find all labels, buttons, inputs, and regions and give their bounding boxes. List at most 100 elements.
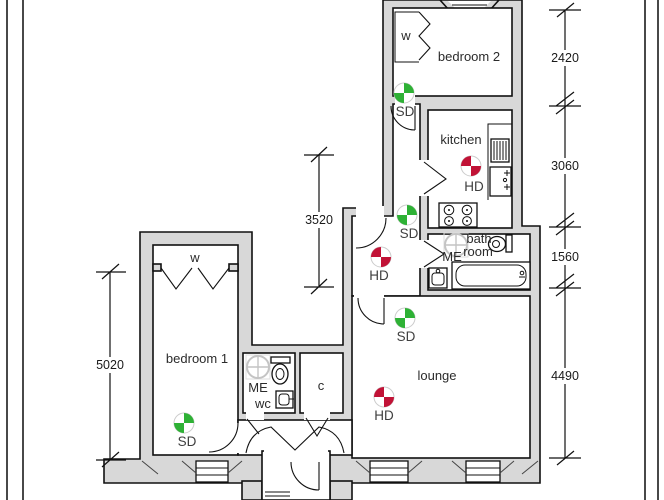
detector-label: HD: [369, 268, 389, 283]
smoke-detector-quadrant: [407, 205, 417, 215]
wardrobe2-walls: [394, 11, 419, 63]
wall-chamfers: [141, 460, 539, 475]
detector-label: SD: [397, 329, 416, 344]
dimension-label-left: 5020: [96, 358, 124, 372]
dimension-label-bg: [547, 158, 584, 174]
detector-label: SD: [400, 226, 419, 241]
dimension-label-bg: [547, 50, 584, 66]
window-bedroom1: [195, 460, 229, 483]
lounge-door-opening: [354, 291, 384, 301]
dimension-label-bg: [93, 357, 128, 373]
bedroom2-door-arc: [390, 105, 416, 131]
detectors: SD SD SD SD HD: [173, 82, 484, 449]
room-label-bath-line2: room: [463, 244, 493, 259]
porch-wall-left: [241, 480, 263, 500]
wc-sink: [275, 390, 294, 409]
me-label-wc: ME: [248, 380, 268, 395]
room-label-bedroom1: bedroom 1: [166, 351, 228, 366]
wc-fixtures: [245, 354, 294, 409]
window-lounge-right: [465, 460, 501, 483]
room-label-wc: wc: [254, 396, 271, 411]
kitchen-door-chevron: [423, 161, 447, 195]
drainer: [490, 138, 510, 163]
cupboard-door-chevron: [305, 417, 329, 438]
heat-detector-lounge: HD: [373, 386, 395, 423]
dimension-label-bg: [547, 368, 584, 384]
page-border: [6, 0, 659, 500]
detector-label: SD: [396, 104, 415, 119]
room-label-cupboard: c: [318, 378, 325, 393]
smoke-detector-quadrant: [394, 93, 404, 103]
windows: [141, 460, 539, 483]
dimension-label-right-0: 2420: [551, 51, 579, 65]
smoke-detector-lounge: SD: [394, 307, 416, 344]
room-label-bath-line1: bath: [466, 231, 491, 246]
smoke-detector-quadrant: [404, 83, 414, 93]
smoke-detector-hall-upper: SD: [393, 82, 415, 119]
me-symbol-bath: [443, 232, 469, 258]
dimension-middle: 3520: [301, 146, 338, 295]
bathroom-sink: [428, 267, 448, 289]
wc-door-opening: [246, 411, 264, 420]
bedroom1-door-opening: [234, 423, 242, 453]
smoke-detector-quadrant: [395, 318, 405, 328]
window-lounge-left: [369, 460, 409, 483]
room-lounge: [351, 295, 531, 459]
porch-wall-right: [329, 480, 353, 500]
porch-threshold: [265, 491, 290, 497]
detector-label: HD: [374, 408, 394, 423]
front-door-arc: [290, 461, 320, 491]
dimension-right-chain: 2420 3060 1560 4490: [547, 2, 584, 466]
wc-door-leaf: [246, 418, 260, 435]
detector-label: SD: [178, 434, 197, 449]
flat-entrance-door-arc: [355, 217, 387, 249]
heat-detector-quadrant: [471, 166, 481, 176]
smoke-detector-bedroom1: SD: [173, 412, 197, 449]
me-symbol-wc: [245, 354, 271, 380]
dimension-label-bg: [547, 249, 584, 265]
dimension-label-right-1: 3060: [551, 159, 579, 173]
heat-detector-quadrant: [374, 387, 384, 397]
smoke-detector-hall-lower: SD: [396, 204, 419, 241]
room-label-bedroom2: bedroom 2: [438, 49, 500, 64]
wardrobe-label-bedroom1: w: [189, 250, 200, 265]
dimension-label-bg: [301, 212, 338, 228]
heat-detector-hall: HD: [369, 246, 392, 283]
smoke-detector-quadrant: [184, 413, 194, 423]
dimension-label-right-2: 1560: [551, 250, 579, 264]
bedroom1-door-arc: [208, 422, 239, 453]
heat-detector-quadrant: [461, 156, 471, 166]
room-bedroom1: [152, 244, 239, 456]
me-label-bath: ME: [442, 249, 462, 264]
cupboard-door-opening: [304, 411, 330, 420]
toilet-bath: [487, 234, 513, 253]
bathroom-door-opening: [418, 240, 430, 268]
room-labels: bedroom 2 w kitchen bath room lounge bed…: [166, 28, 500, 411]
room-bedroom2: [392, 7, 513, 97]
doors: [208, 94, 447, 497]
heat-detector-quadrant: [371, 247, 381, 257]
kitchen-sink: [489, 166, 512, 197]
smoke-detector-quadrant: [397, 215, 407, 225]
room-porch: [261, 450, 331, 500]
detector-label: HD: [464, 179, 484, 194]
dimension-left: 5020: [93, 263, 128, 468]
dimension-label-right-3: 4490: [551, 369, 579, 383]
wardrobe-bedroom2: [394, 11, 431, 63]
heat-detector-quadrant: [381, 257, 391, 267]
wardrobe1-jamb-left: [152, 263, 162, 272]
wardrobe1-bifold-right: [197, 267, 230, 290]
toilet-wc: [270, 356, 291, 385]
heat-detector-kitchen: HD: [460, 155, 484, 194]
smoke-detector-quadrant: [405, 308, 415, 318]
bathtub: [451, 261, 531, 290]
lounge-door-arc: [357, 297, 385, 325]
dimension-label-middle: 3520: [305, 213, 333, 227]
entry-double-doors: [245, 426, 345, 454]
wardrobe-label-bedroom2: w: [400, 28, 411, 43]
wardrobe-bedroom1: [152, 263, 239, 290]
wardrobe1-bifold-left: [160, 267, 193, 290]
room-label-kitchen: kitchen: [440, 132, 481, 147]
